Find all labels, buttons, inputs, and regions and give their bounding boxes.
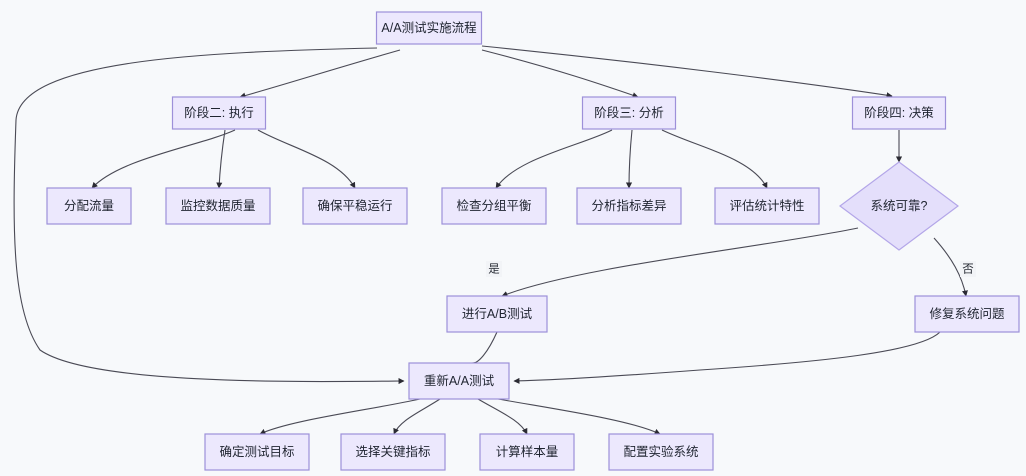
node-label-goal: 确定测试目标 <box>219 444 294 459</box>
edge-label-bg-yes-label <box>486 261 502 277</box>
node-phase2[interactable]: 阶段二: 执行 <box>171 96 267 130</box>
edge-redo-keymetric <box>393 398 441 435</box>
edge-label-text-no-label: 否 <box>962 264 974 276</box>
node-abtest[interactable]: 进行A/B测试 <box>446 295 548 333</box>
node-traffic[interactable]: 分配流量 <box>46 187 132 225</box>
node-phase4[interactable]: 阶段四: 决策 <box>851 96 947 130</box>
node-balance[interactable]: 检查分组平衡 <box>441 187 547 225</box>
node-label-stable: 确保平稳运行 <box>317 198 392 213</box>
edge-label-bg-no-label <box>960 261 976 277</box>
node-shape-root <box>375 11 483 45</box>
node-root[interactable]: A/A测试实施流程 <box>375 11 483 45</box>
node-label-phase4: 阶段四: 决策 <box>864 105 934 120</box>
edge-phase3-stats <box>661 129 768 189</box>
node-shape-quality <box>165 187 271 225</box>
edge-redo-config <box>497 398 661 435</box>
node-phase3[interactable]: 阶段三: 分析 <box>581 96 677 130</box>
edge-label-no-label: 否 <box>960 261 976 277</box>
edge-labels-layer: 是否 <box>486 261 976 277</box>
node-label-phase2: 阶段二: 执行 <box>184 105 253 120</box>
node-shape-config <box>608 433 714 471</box>
edge-root-redo-left <box>13 47 405 385</box>
node-shape-sample <box>479 433 575 471</box>
edge-fix-redo <box>513 331 941 384</box>
node-label-abtest: 进行A/B测试 <box>462 306 533 321</box>
edge-redo-goal <box>259 398 421 435</box>
edge-root-phase4 <box>481 45 893 99</box>
node-label-fix: 修复系统问题 <box>929 306 1005 321</box>
node-shape-redo <box>408 362 510 400</box>
node-redo[interactable]: 重新A/A测试 <box>408 362 510 400</box>
node-shape-decide <box>838 161 960 251</box>
node-label-keymetric: 选择关键指标 <box>355 444 430 459</box>
edge-root-phase2 <box>239 49 401 99</box>
edge-root-phase3 <box>481 49 639 99</box>
node-stable[interactable]: 确保平稳运行 <box>302 187 408 225</box>
node-label-balance: 检查分组平衡 <box>456 198 531 213</box>
node-label-metrics: 分析指标差异 <box>591 198 666 213</box>
edge-phase2-traffic <box>91 129 236 189</box>
edge-phase3-balance <box>495 129 613 189</box>
node-label-phase3: 阶段三: 分析 <box>594 105 663 120</box>
node-stats[interactable]: 评估统计特性 <box>714 187 820 225</box>
node-label-traffic: 分配流量 <box>64 199 114 213</box>
node-quality[interactable]: 监控数据质量 <box>165 187 271 225</box>
edge-abtest-redo <box>469 331 498 368</box>
node-decide[interactable]: 系统可靠? <box>838 161 960 251</box>
node-shape-stable <box>302 187 408 225</box>
edge-decide-abtest <box>501 227 859 297</box>
edge-decide-fix <box>933 237 968 297</box>
node-shape-goal <box>204 433 310 471</box>
node-label-root: A/A测试实施流程 <box>381 20 477 35</box>
edge-phase2-quality <box>216 129 226 189</box>
node-fix[interactable]: 修复系统问题 <box>914 295 1020 333</box>
node-goal[interactable]: 确定测试目标 <box>204 433 310 471</box>
node-label-sample: 计算样本量 <box>496 444 559 459</box>
node-shape-phase2 <box>171 96 267 130</box>
node-shape-abtest <box>446 295 548 333</box>
node-label-quality: 监控数据质量 <box>180 198 255 213</box>
node-shape-stats <box>714 187 820 225</box>
node-shape-balance <box>441 187 547 225</box>
node-config[interactable]: 配置实验系统 <box>608 433 714 471</box>
edge-label-text-yes-label: 是 <box>488 263 500 276</box>
node-keymetric[interactable]: 选择关键指标 <box>340 433 446 471</box>
edges-layer <box>13 45 968 435</box>
node-sample[interactable]: 计算样本量 <box>479 433 575 471</box>
node-metrics[interactable]: 分析指标差异 <box>576 187 682 225</box>
edge-phase2-stable <box>257 129 356 189</box>
node-label-decide: 系统可靠? <box>871 199 928 213</box>
node-shape-traffic <box>46 187 132 225</box>
node-shape-keymetric <box>340 433 446 471</box>
edge-label-yes-label: 是 <box>486 261 502 277</box>
node-shape-phase3 <box>581 96 677 130</box>
node-shape-fix <box>914 295 1020 333</box>
node-label-stats: 评估统计特性 <box>729 198 804 213</box>
node-shape-metrics <box>576 187 682 225</box>
edge-phase3-metrics <box>625 129 633 189</box>
node-label-config: 配置实验系统 <box>623 444 698 459</box>
node-label-redo: 重新A/A测试 <box>424 373 495 388</box>
node-shape-phase4 <box>851 96 947 130</box>
edge-redo-sample <box>477 398 528 435</box>
